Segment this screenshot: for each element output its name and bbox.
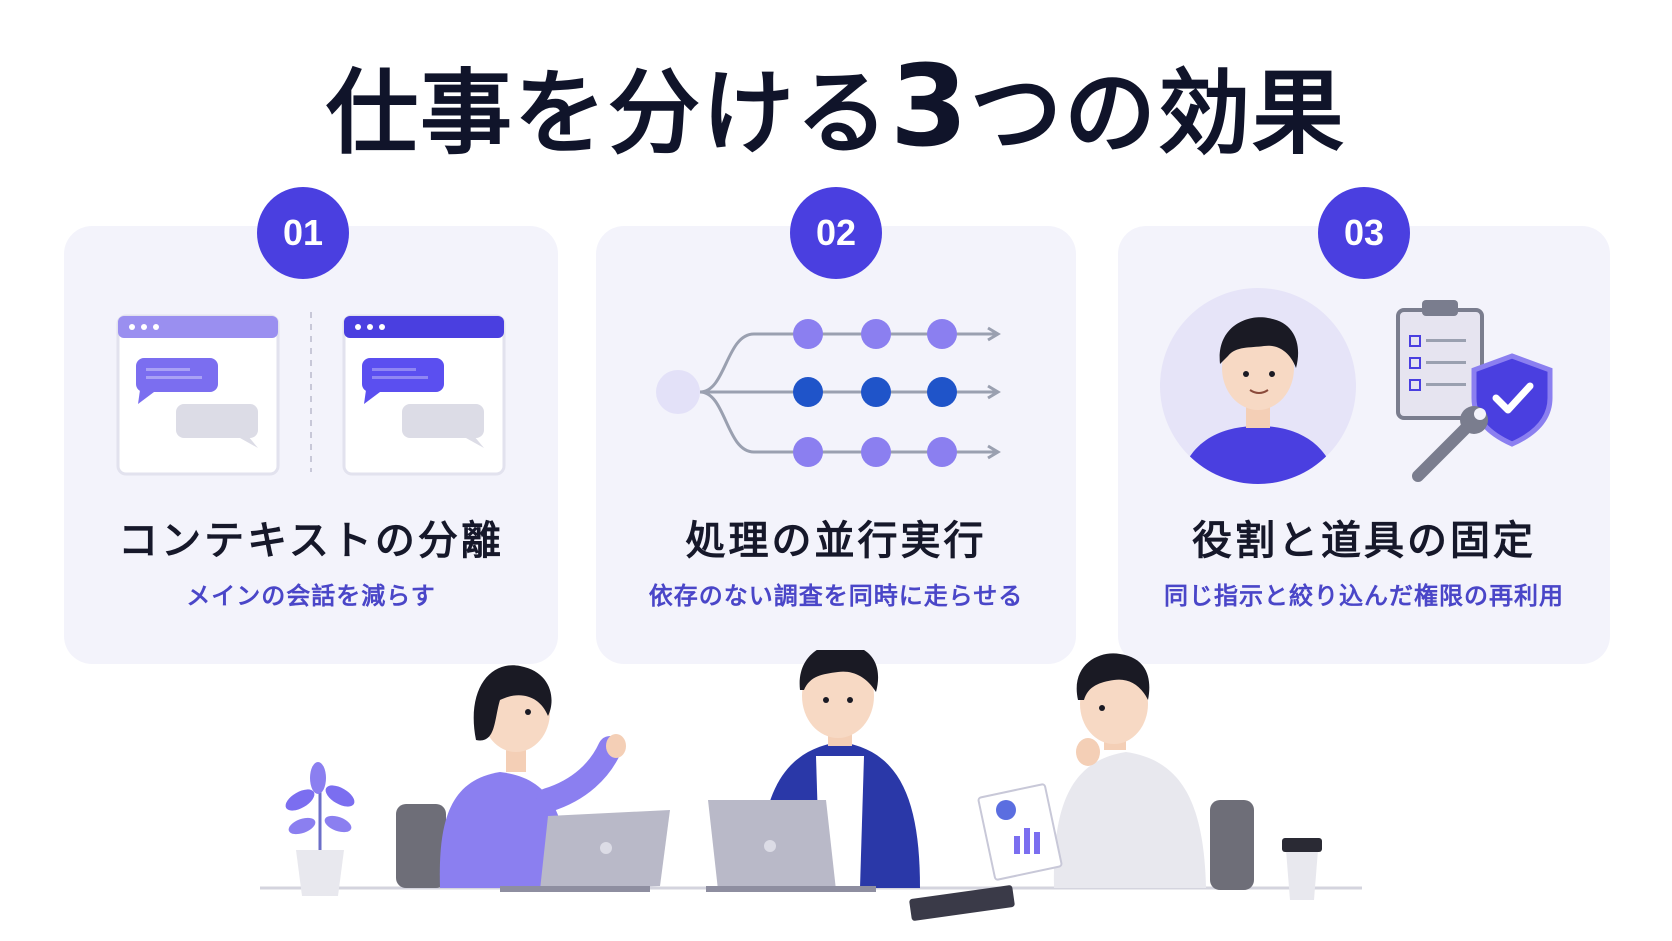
title-tail: つの効果: [969, 60, 1346, 167]
card-title: 処理の並行実行: [685, 518, 987, 564]
badge-01: 01: [257, 187, 349, 279]
card-subtitle: メインの会話を減らす: [186, 582, 436, 610]
card-title: 役割と道具の固定: [1192, 518, 1536, 564]
coffee-cup-icon: [1282, 838, 1322, 900]
man-figure-center: [706, 650, 1015, 921]
plant-icon: [285, 762, 355, 896]
man-figure-right: [977, 653, 1254, 890]
card-subtitle: 依存のない調査を同時に走らせる: [648, 582, 1024, 610]
title-number: 3: [890, 42, 970, 172]
team-meeting-illustration: [260, 650, 1362, 921]
card-context-separation: コンテキストの分離 メインの会話を減らす: [64, 226, 558, 664]
badge-02: 02: [790, 187, 882, 279]
card-parallel-execution: 処理の並行実行 依存のない調査を同時に走らせる: [596, 226, 1076, 664]
badge-03: 03: [1318, 187, 1410, 279]
card-subtitle: 同じ指示と絞り込んだ権限の再利用: [1164, 582, 1564, 610]
chat-windows-icon: [116, 312, 506, 476]
card-title: コンテキストの分離: [118, 518, 504, 564]
woman-figure: [396, 665, 670, 892]
title-main: 仕事を分ける: [326, 60, 891, 167]
role-tools-icon: [1160, 288, 1553, 484]
card-role-tools: 役割と道具の固定 同じ指示と絞り込んだ権限の再利用: [1118, 226, 1610, 664]
page-title: 仕事を分ける3つの効果: [0, 51, 1672, 169]
parallel-flow-icon: [656, 319, 1001, 467]
